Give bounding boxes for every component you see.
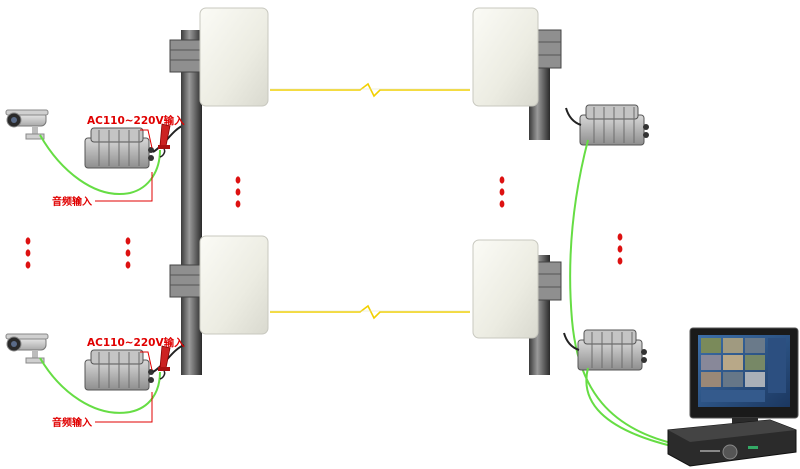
camera-cable-top	[39, 134, 161, 195]
camera-top	[5, 109, 49, 140]
ethernet-cable-bottom-right	[585, 367, 681, 449]
access-point-bottom-right	[577, 329, 648, 371]
wireless-link-top	[270, 82, 470, 98]
ellipsis-dots-2	[499, 176, 505, 208]
monitor	[689, 327, 799, 426]
audio-input-label-bottom: 音频输入	[52, 416, 92, 429]
ellipsis-dots-4	[125, 237, 131, 269]
ellipsis-dots-3	[25, 237, 31, 269]
audio-input-label-top: 音频输入	[52, 195, 92, 208]
power-input-label-bottom: AC110~220V输入	[87, 336, 185, 349]
power-input-label-top: AC110~220V输入	[87, 114, 185, 127]
camera-cable-bottom	[39, 357, 161, 414]
access-point-top-right	[579, 104, 650, 146]
ellipsis-dots-1	[235, 176, 241, 208]
access-point-top-left	[84, 127, 155, 169]
antenna-bottom-left	[169, 235, 269, 335]
power-plug-icon	[158, 123, 171, 158]
antenna-bottom-right	[472, 239, 562, 375]
antenna-top-right	[472, 7, 562, 140]
camera-bottom	[5, 333, 49, 364]
access-point-bottom-left	[84, 349, 155, 391]
ethernet-cable-top-right	[569, 139, 681, 446]
wireless-link-bottom	[270, 304, 470, 320]
ellipsis-dots-5	[617, 233, 623, 265]
power-plug-icon-bottom	[158, 345, 171, 380]
dvr-recorder	[667, 419, 797, 467]
